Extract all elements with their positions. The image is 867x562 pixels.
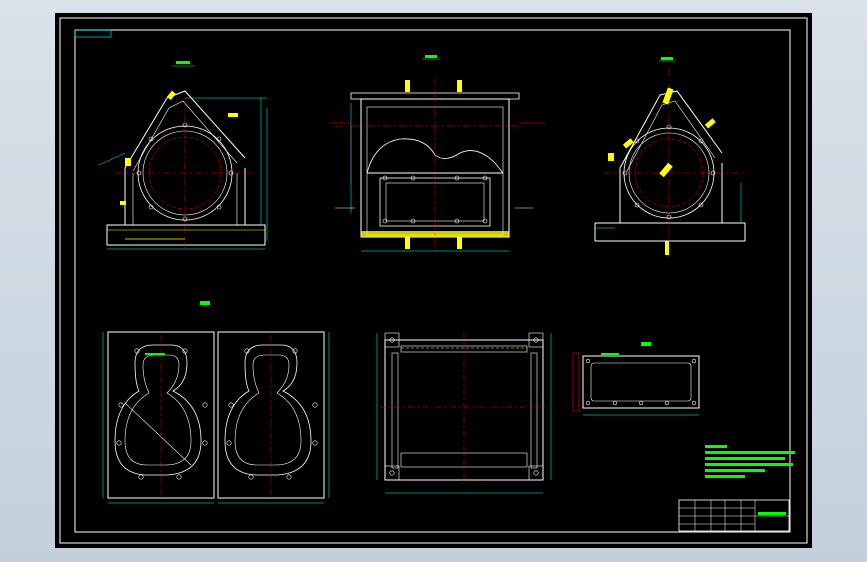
- outer-border: [59, 17, 808, 544]
- cad-viewport[interactable]: [55, 13, 812, 548]
- inner-frame: [74, 29, 791, 533]
- view-gaskets: [102, 301, 330, 504]
- technical-notes: [705, 445, 795, 478]
- view-section-right: [594, 57, 746, 258]
- view-section-middle: [330, 55, 545, 253]
- corner-tag: [74, 29, 112, 38]
- view-section-left: [98, 61, 268, 250]
- view-frame: [376, 332, 552, 494]
- title-block: [678, 499, 790, 532]
- drawing-sheet: [59, 17, 808, 544]
- view-cover-plate: [572, 342, 700, 416]
